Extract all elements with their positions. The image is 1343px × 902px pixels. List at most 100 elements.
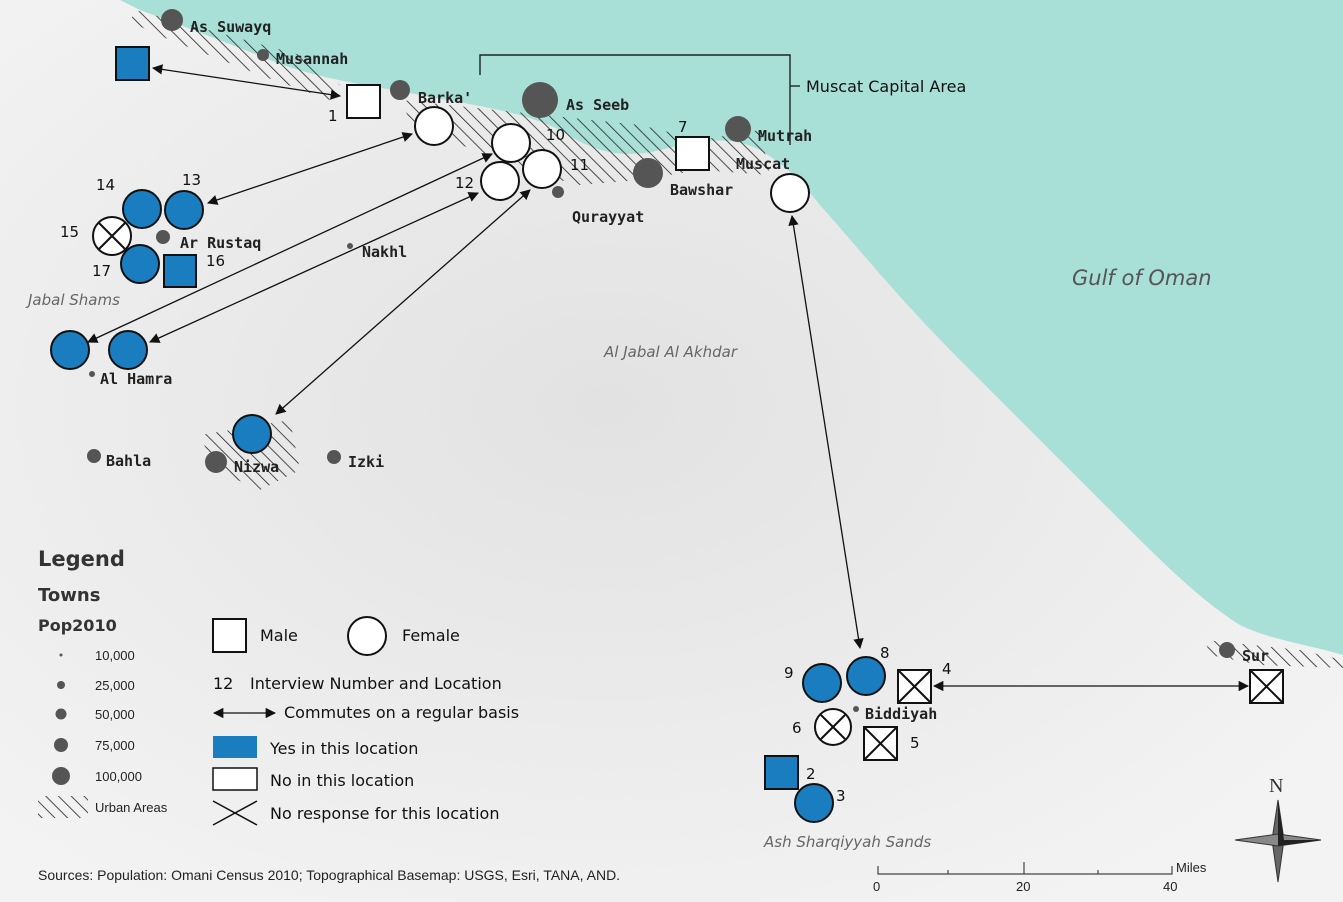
commute-arrows	[87, 64, 1250, 692]
interview-symbol-7	[675, 136, 710, 171]
interview-symbol-8	[846, 656, 886, 696]
interview-number-4: 4	[942, 660, 952, 678]
legend-interview-label: Interview Number and Location	[250, 674, 502, 693]
legend-commutes: Commutes on a regular basis	[284, 703, 519, 722]
town-dot-musannah	[257, 49, 269, 61]
town-dot-as-suwayq	[161, 9, 183, 31]
legend-no-response-swatch	[212, 800, 258, 826]
legend-towns-title: Towns	[38, 585, 100, 606]
legend-no-swatch	[212, 767, 258, 791]
town-dot-qurayyat	[552, 186, 564, 198]
scale-tick-20: 20	[1016, 879, 1030, 894]
interview-symbol-barka	[414, 106, 454, 146]
town-label-as-suwayq: As Suwayq	[190, 18, 271, 36]
interview-symbol-nizwa	[232, 414, 272, 454]
north-label: N	[1269, 775, 1283, 797]
interview-symbol-12	[480, 161, 520, 201]
town-dot-ar-rustaq	[156, 230, 170, 244]
interview-symbol-14	[122, 189, 162, 229]
scale-tick-40: 40	[1163, 879, 1177, 894]
town-dot-nizwa	[205, 451, 227, 473]
legend-pop-dot-100000	[52, 767, 70, 785]
north-arrow: N	[1234, 775, 1322, 883]
interview-number-8: 8	[880, 644, 890, 662]
interview-number-7: 7	[678, 118, 688, 136]
region-al-jabal-al-akhdar: Al Jabal Al Akhdar	[603, 343, 738, 361]
interview-symbol-4	[897, 669, 932, 704]
interview-numbers: 1 2 3 4 5 6 7 8 9 10 11 12 13 14 15 16 1…	[60, 107, 952, 805]
legend-pop-dot-10000	[59, 653, 63, 657]
region-muscat-capital-area: Muscat Capital Area	[806, 77, 966, 96]
town-dot-bawshar	[633, 158, 663, 188]
interview-symbol-5	[863, 726, 898, 761]
legend-pop-10000: 10,000	[95, 648, 135, 663]
interview-number-1: 1	[328, 107, 338, 125]
legend-pop-title: Pop2010	[38, 616, 117, 635]
legend-no-response: No response for this location	[270, 804, 499, 823]
region-gulf-of-oman: Gulf of Oman	[1072, 266, 1212, 290]
town-label-muscat: Muscat	[736, 155, 790, 173]
interview-number-9: 9	[784, 664, 794, 682]
scale-unit: Miles	[1176, 860, 1207, 875]
town-label-nakhl: Nakhl	[362, 243, 407, 261]
town-dot-izki	[327, 450, 341, 464]
region-ash-sharqiyyah-sands: Ash Sharqiyyah Sands	[763, 833, 931, 851]
interview-number-14: 14	[96, 176, 115, 194]
town-dot-barka	[390, 80, 410, 100]
interview-symbol-al-hamra-east	[108, 330, 148, 370]
town-label-bawshar: Bawshar	[670, 181, 733, 199]
scale-tick-0: 0	[873, 879, 880, 894]
town-label-barka: Barka'	[418, 89, 472, 107]
town-label-ar-rustaq: Ar Rustaq	[180, 234, 261, 252]
town-label-musannah: Musannah	[276, 50, 348, 68]
sea-area	[120, 0, 1343, 655]
interview-number-15: 15	[60, 223, 79, 241]
scale-bar: 0 20 40 Miles	[873, 860, 1207, 894]
interview-symbols	[50, 46, 1284, 823]
legend-urban-areas: Urban Areas	[95, 800, 168, 815]
legend-urban-swatch	[38, 796, 88, 818]
region-jabal-shams: Jabal Shams	[25, 291, 120, 309]
interview-number-5: 5	[910, 734, 920, 752]
interview-number-12: 12	[455, 174, 474, 192]
town-dot-as-seeb	[522, 82, 558, 118]
town-dot-sur	[1219, 642, 1235, 658]
legend-female-swatch	[347, 616, 387, 656]
town-label-qurayyat: Qurayyat	[572, 208, 644, 226]
town-dot-nakhl	[347, 243, 353, 249]
interview-symbol-al-hamra-west	[50, 330, 90, 370]
legend-female: Female	[402, 626, 460, 645]
legend-pop-dot-75000	[54, 738, 68, 752]
legend-title: Legend	[38, 547, 125, 571]
interview-symbol-13	[164, 190, 204, 230]
interview-symbol-muscat	[770, 173, 810, 213]
legend-pop-dot-25000	[57, 681, 65, 689]
interview-symbol-16	[163, 254, 197, 288]
interview-number-16: 16	[206, 252, 225, 270]
interview-number-10: 10	[546, 126, 565, 144]
town-label-sur: Sur	[1242, 647, 1269, 665]
interview-symbol-3	[794, 783, 834, 823]
legend-pop-75000: 75,000	[95, 738, 135, 753]
interview-symbol-17	[120, 244, 160, 284]
interview-symbol-11	[522, 149, 562, 189]
interview-symbol-6	[814, 708, 852, 746]
legend-pop-dot-50000	[55, 708, 67, 720]
town-dot-mutrah	[725, 116, 751, 142]
town-label-nizwa: Nizwa	[234, 458, 279, 476]
interview-symbol-2	[764, 755, 799, 790]
town-label-al-hamra: Al Hamra	[100, 370, 172, 388]
legend-interview-number: 12	[213, 674, 233, 693]
town-label-mutrah: Mutrah	[758, 127, 812, 145]
interview-symbol-10	[491, 123, 531, 163]
interview-number-17: 17	[92, 262, 111, 280]
legend-male-swatch	[212, 618, 247, 653]
legend-pop-100000: 100,000	[95, 769, 142, 784]
town-dot-bahla	[87, 449, 101, 463]
legend-yes: Yes in this location	[269, 739, 418, 758]
interview-symbol-1	[346, 84, 381, 119]
town-label-as-seeb: As Seeb	[566, 96, 629, 114]
legend-no: No in this location	[270, 771, 414, 790]
interview-number-13: 13	[182, 171, 201, 189]
